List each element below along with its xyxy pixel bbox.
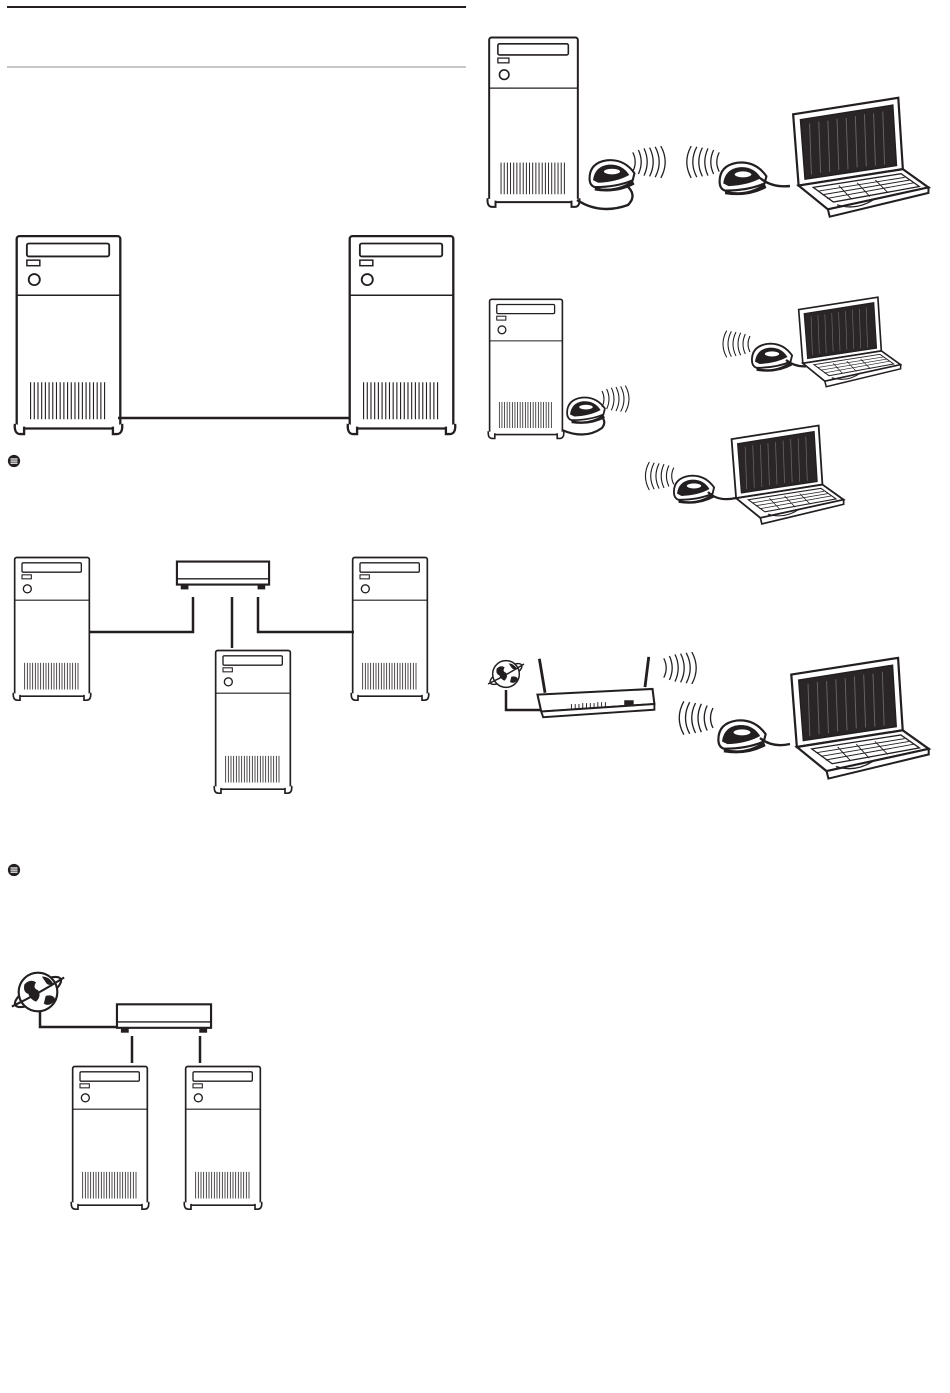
wireless-adapter-icon	[752, 344, 792, 372]
laptop-icon	[732, 426, 844, 524]
diagram-adhoc-wireless	[487, 38, 928, 217]
laptop-icon	[793, 98, 928, 217]
tower-pc-icon	[184, 1067, 262, 1210]
tower-pc-icon	[214, 651, 292, 794]
tower-pc-icon	[351, 558, 429, 701]
diagram-direct-cable	[15, 236, 456, 434]
tower-pc-icon	[348, 236, 456, 434]
laptop-icon	[791, 658, 928, 779]
wireless-router-icon	[537, 657, 654, 717]
tower-pc-icon	[13, 558, 91, 701]
network-hub-icon	[177, 562, 269, 590]
wireless-adapter-icon	[590, 160, 635, 191]
wireless-signal-icon	[687, 146, 719, 178]
tower-pc-icon	[71, 1067, 149, 1210]
network-cables	[90, 597, 354, 648]
tower-pc-icon	[488, 299, 564, 438]
diagram-hub-network	[13, 558, 429, 794]
internet-globe-icon	[487, 660, 524, 688]
tower-pc-icon	[487, 38, 579, 207]
laptop-icon	[799, 297, 901, 387]
wireless-signal-icon	[645, 462, 673, 490]
diagram-multi-wireless	[488, 297, 900, 524]
internet-globe-icon	[11, 971, 65, 1012]
wireless-signal-icon	[633, 146, 665, 178]
wireless-signal-icon	[664, 652, 696, 684]
wireless-signal-icon	[723, 331, 750, 358]
note-icon	[8, 864, 20, 876]
diagram-shared-internet	[11, 971, 262, 1209]
network-hub-icon	[117, 1004, 211, 1032]
wireless-adapter-icon	[674, 476, 714, 504]
wireless-signal-icon	[679, 701, 713, 734]
wireless-adapter-icon	[567, 397, 605, 423]
note-icon	[8, 455, 20, 467]
wireless-signal-icon	[602, 386, 629, 413]
tower-pc-icon	[15, 236, 123, 434]
wireless-adapter-icon	[718, 720, 765, 753]
diagram-access-point	[487, 652, 928, 779]
